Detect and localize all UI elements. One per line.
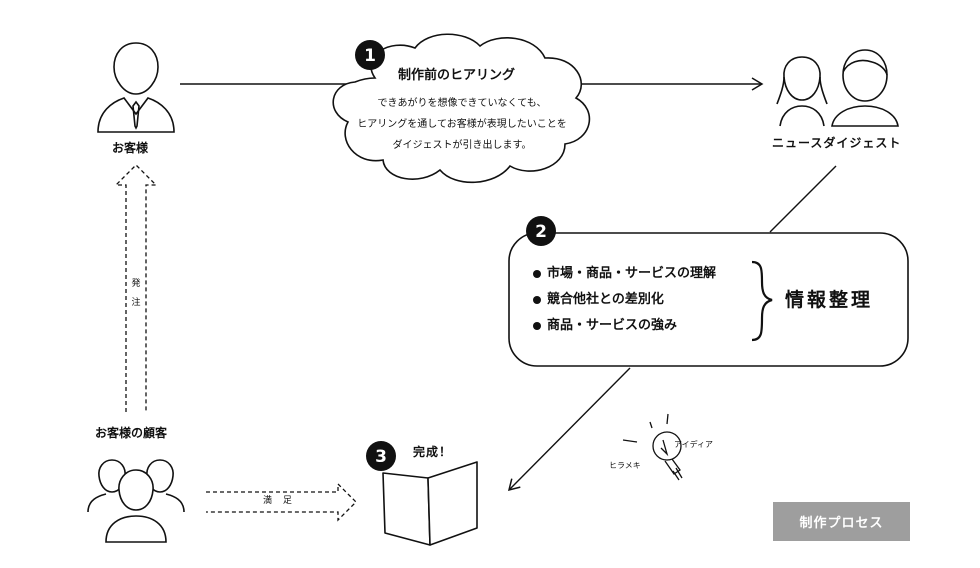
step1-line-2: ヒアリングを通してお客様が表現したいことを xyxy=(357,119,567,130)
bullet-text: 商品・サービスの強み xyxy=(547,318,678,333)
bullet-item: 市場・商品・サービスの理解 xyxy=(533,266,716,282)
step2-number: 2 xyxy=(535,222,547,242)
process-badge: 制作プロセス xyxy=(773,502,910,541)
lightbulb-icon xyxy=(622,413,683,481)
bullet-dot xyxy=(533,269,541,278)
customer-label: お客様 xyxy=(112,141,149,155)
group-icon xyxy=(87,459,185,543)
step2-summary: 情報整理 xyxy=(785,289,874,311)
step3-marker xyxy=(366,441,396,471)
step1-title: 制作前のヒアリング xyxy=(398,68,516,83)
company-label: ニュースダイジェスト xyxy=(772,136,902,150)
order-arrow xyxy=(114,164,158,412)
step3-title: 完成！ xyxy=(413,445,453,459)
satisfaction-arrow xyxy=(206,482,357,522)
bullet-dot xyxy=(533,295,541,304)
step1-marker xyxy=(355,40,385,70)
step1-number: 1 xyxy=(364,46,376,66)
inspiration-label: ヒラメキ xyxy=(609,461,641,470)
step2-marker xyxy=(526,216,556,246)
idea-label: アイディア xyxy=(674,440,714,449)
info-box xyxy=(508,232,909,367)
step1-line-3: ダイジェストが引き出します。 xyxy=(392,140,532,151)
bullet-item: 競合他社との差別化 xyxy=(533,292,664,308)
satisfaction-label: 満 足 xyxy=(263,496,296,506)
bullet-dot xyxy=(533,321,541,330)
bullet-text: 競合他社との差別化 xyxy=(547,292,664,307)
bullet-text: 市場・商品・サービスの理解 xyxy=(547,266,717,281)
step1-line-1: できあがりを想像できていなくても、 xyxy=(377,98,547,109)
analysis-line xyxy=(769,165,837,233)
creation-arrow xyxy=(507,367,631,492)
step3-number: 3 xyxy=(375,447,387,467)
two-people-icon xyxy=(776,49,899,127)
cloud-bubble xyxy=(332,33,591,184)
curly-brace xyxy=(751,260,773,342)
open-book-icon xyxy=(382,461,478,546)
order-label: 発注 xyxy=(131,279,141,308)
person-tie-icon xyxy=(97,42,175,133)
client-customers-label: お客様の顧客 xyxy=(95,426,168,440)
bullet-item: 商品・サービスの強み xyxy=(533,318,677,334)
